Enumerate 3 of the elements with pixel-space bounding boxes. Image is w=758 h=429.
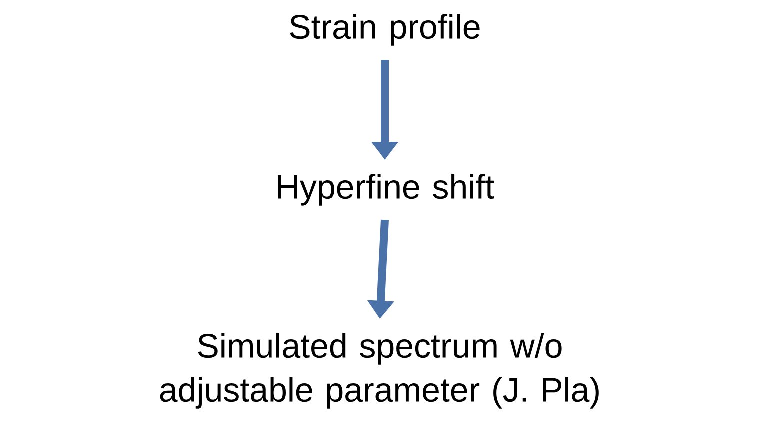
- text-label: Hyperfine shift: [278, 174, 494, 206]
- text-label: Simulated spectrum w/o adjustable parameter (J. Pla): [160, 333, 599, 409]
- text-label: Strain profile: [290, 14, 480, 46]
